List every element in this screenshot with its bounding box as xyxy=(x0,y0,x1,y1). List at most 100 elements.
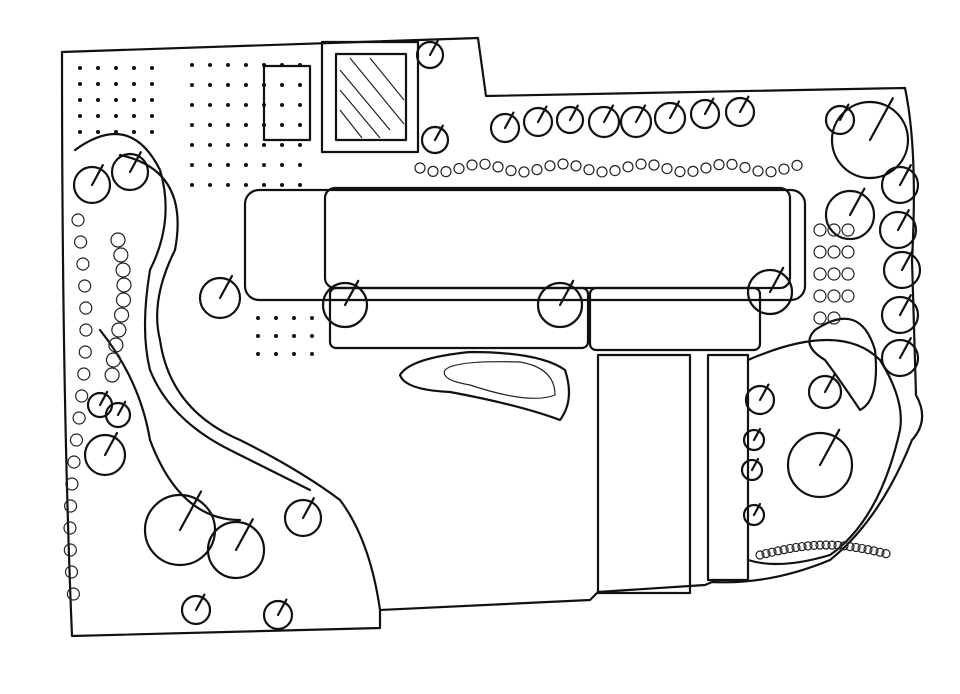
dot xyxy=(280,63,284,67)
dot xyxy=(244,163,248,167)
dot xyxy=(262,143,266,147)
stone xyxy=(622,161,634,173)
dot xyxy=(114,66,118,70)
tree-trunk-mark xyxy=(818,428,841,467)
tree-trunk-mark xyxy=(90,164,104,187)
dot xyxy=(310,334,314,338)
dot xyxy=(310,316,314,320)
dot xyxy=(208,83,212,87)
dot xyxy=(114,114,118,118)
tree-icon xyxy=(807,374,843,410)
dot xyxy=(208,143,212,147)
stone xyxy=(635,158,647,170)
tree-icon xyxy=(489,112,521,144)
stone xyxy=(115,262,131,278)
dot xyxy=(298,103,302,107)
dot xyxy=(226,163,230,167)
stone xyxy=(875,547,885,557)
tree-trunk-mark xyxy=(750,457,760,472)
dot xyxy=(208,103,212,107)
dot xyxy=(96,130,100,134)
stone xyxy=(115,292,132,308)
stone xyxy=(827,245,841,259)
stone xyxy=(77,367,91,381)
house xyxy=(243,186,807,352)
dot xyxy=(274,352,278,356)
dot xyxy=(280,183,284,187)
stone xyxy=(765,166,777,178)
dot xyxy=(132,114,136,118)
stone xyxy=(74,235,88,249)
dot xyxy=(78,114,82,118)
stone xyxy=(78,345,92,359)
stone xyxy=(479,158,491,170)
stone xyxy=(67,455,81,469)
tree-trunk-mark xyxy=(752,427,762,442)
stone xyxy=(113,247,129,263)
stone xyxy=(803,541,813,551)
gravel-dots xyxy=(78,63,314,356)
stone xyxy=(596,166,608,178)
stone xyxy=(755,550,765,560)
dot xyxy=(280,163,284,167)
tree-icon xyxy=(824,104,856,136)
stone xyxy=(827,267,841,281)
stone xyxy=(821,540,831,550)
stone xyxy=(113,307,130,323)
tree-trunk-mark xyxy=(900,249,914,272)
stone xyxy=(674,166,686,178)
tree-trunk-mark xyxy=(568,104,579,122)
dot xyxy=(274,316,278,320)
tree-icon xyxy=(742,503,766,527)
stone xyxy=(609,165,621,177)
dot xyxy=(190,83,194,87)
tree-trunk-mark xyxy=(848,187,866,217)
dot xyxy=(114,98,118,102)
tree-icon xyxy=(786,431,854,499)
stone xyxy=(79,301,93,315)
stone xyxy=(71,213,85,227)
tree-icon xyxy=(522,106,554,138)
stone xyxy=(63,499,78,513)
dot xyxy=(298,63,302,67)
tree-icon xyxy=(740,458,764,482)
stone xyxy=(813,289,827,303)
stone xyxy=(65,477,79,491)
stone xyxy=(466,159,478,171)
tree-trunk-mark xyxy=(768,266,785,294)
tree-trunk-mark xyxy=(868,97,894,142)
stone xyxy=(440,166,452,178)
stone xyxy=(66,587,80,601)
tree-icon xyxy=(321,281,369,329)
dot xyxy=(78,82,82,86)
stepping-stones xyxy=(63,158,891,601)
dot xyxy=(310,352,314,356)
tree-trunk-mark xyxy=(758,383,770,402)
stone xyxy=(72,411,86,425)
tree-trunk-mark xyxy=(838,103,850,122)
stone xyxy=(531,164,543,176)
stone xyxy=(518,166,530,178)
stone xyxy=(76,257,90,271)
dot xyxy=(190,63,194,67)
dot xyxy=(132,98,136,102)
stone xyxy=(841,289,855,303)
tree-icon xyxy=(724,96,756,128)
tree-icon xyxy=(180,594,212,626)
tree-trunk-mark xyxy=(103,431,119,457)
dot xyxy=(190,163,194,167)
tree-trunk-mark xyxy=(752,502,762,517)
dot xyxy=(150,114,154,118)
stone xyxy=(813,267,827,281)
stone xyxy=(583,164,595,176)
dot xyxy=(298,163,302,167)
dot xyxy=(256,352,260,356)
shed xyxy=(262,40,420,154)
tree-trunk-mark xyxy=(898,164,912,187)
stone xyxy=(505,165,517,177)
tree-trunk-mark xyxy=(703,97,715,116)
stone xyxy=(661,162,673,175)
dot xyxy=(132,130,136,134)
tree-icon xyxy=(880,295,920,335)
dot xyxy=(262,163,266,167)
